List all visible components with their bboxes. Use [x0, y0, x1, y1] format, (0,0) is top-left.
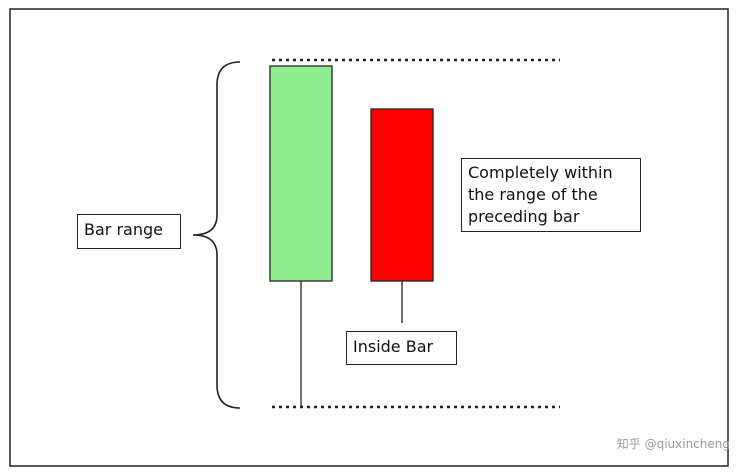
watermark-text: 知乎 @qiuxincheng	[616, 437, 730, 451]
bar-range-label: Bar range	[77, 214, 181, 249]
note-line-1: Completely within	[468, 163, 613, 182]
mother-bar-candle	[269, 65, 333, 282]
note-line-2: the range of the	[468, 185, 598, 204]
inside-bar-text: Inside Bar	[353, 337, 434, 356]
inside-bar-candle	[370, 108, 434, 282]
inside-bar-label: Inside Bar	[346, 331, 457, 365]
diagram-frame	[9, 8, 729, 467]
range-brace	[192, 61, 241, 409]
note-line-3: preceding bar	[468, 207, 580, 226]
note-box: Completely within the range of the prece…	[461, 158, 641, 232]
bar-range-text: Bar range	[84, 220, 163, 239]
